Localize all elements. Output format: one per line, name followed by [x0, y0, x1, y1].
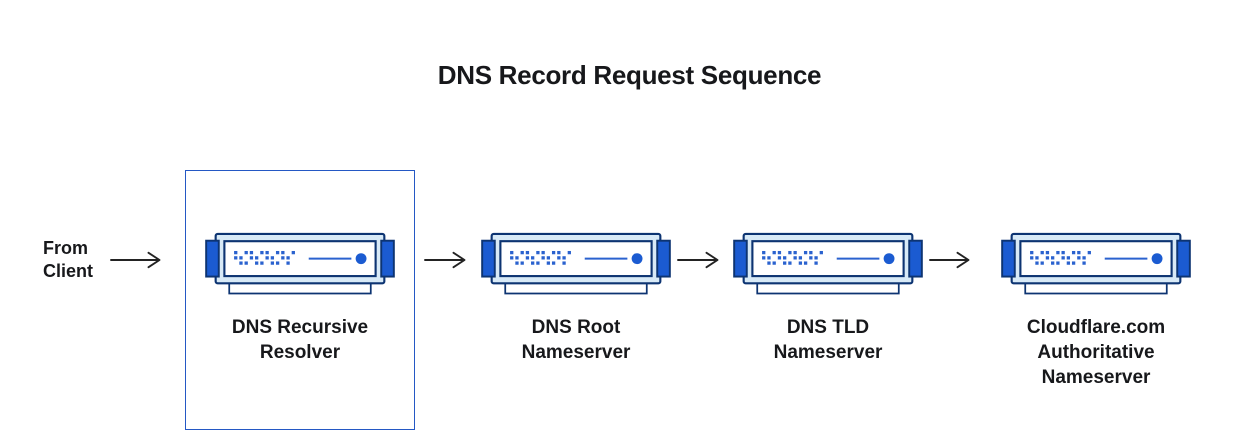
node-label: DNS Recursive Resolver [232, 315, 368, 365]
node-label-line: DNS Recursive [231, 317, 369, 338]
server-icon [481, 232, 671, 295]
node-label: DNS TLD Nameserver [774, 315, 883, 365]
node-label-line: Nameserver [521, 342, 631, 363]
server-icon [733, 232, 923, 295]
node-label-line: Cloudflare.com [1026, 317, 1166, 338]
node-cloudflare-authoritative-nameserver: Cloudflare.com Authoritative Nameserver [981, 231, 1211, 390]
flow-arrow-icon [929, 251, 970, 269]
flow-arrow-icon [110, 251, 161, 269]
flow-arrow-icon [424, 251, 466, 269]
node-label-line: DNS Root [531, 317, 621, 338]
node-label-line: Authoritative [1037, 342, 1155, 363]
node-dns-recursive-resolver: DNS Recursive Resolver [185, 231, 415, 365]
server-icon [1001, 232, 1191, 295]
diagram-title: DNS Record Request Sequence [437, 60, 822, 90]
dns-diagram-page: { "title": "DNS Record Request Sequence"… [43, 60, 1211, 430]
from-client-line1: From [43, 238, 88, 258]
node-label-line: Nameserver [773, 342, 883, 363]
node-dns-tld-nameserver: DNS TLD Nameserver [713, 231, 943, 365]
node-label-line: Resolver [259, 342, 341, 363]
node-label: Cloudflare.com Authoritative Nameserver [1027, 315, 1165, 390]
node-dns-root-nameserver: DNS Root Nameserver [461, 231, 691, 365]
server-icon [205, 232, 395, 295]
node-label-line: Nameserver [1041, 367, 1151, 388]
node-label-line: DNS TLD [786, 317, 870, 338]
node-label: DNS Root Nameserver [522, 315, 631, 365]
flow-arrow-icon [677, 251, 719, 269]
from-client-line2: Client [43, 261, 94, 281]
from-client-label: From Client [43, 237, 93, 283]
